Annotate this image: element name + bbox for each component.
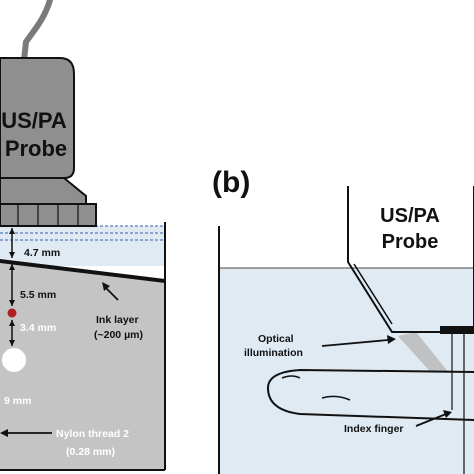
probe-b-label-line1: US/PA bbox=[380, 205, 440, 227]
arrowhead bbox=[443, 410, 452, 418]
nylon-thread-label-line1: Nylon thread 2 bbox=[56, 428, 129, 440]
arrowhead bbox=[9, 320, 15, 326]
probe-a-label-line1: US/PA bbox=[1, 108, 67, 133]
arrowhead bbox=[9, 252, 15, 258]
arrowhead bbox=[9, 264, 15, 270]
panel-b-label: (b) bbox=[212, 166, 250, 199]
finger-leader bbox=[415, 413, 447, 427]
inclusion-circle bbox=[2, 348, 26, 372]
probe-b-inner-edge bbox=[353, 263, 393, 325]
index-finger bbox=[266, 368, 474, 421]
ink-layer bbox=[0, 259, 165, 283]
finger-nail bbox=[281, 375, 301, 379]
panel-b: (b) US/PA Probe Optical illumination Ind… bbox=[212, 166, 474, 474]
arrowhead bbox=[387, 335, 396, 344]
arrowhead bbox=[9, 300, 15, 306]
probe-transducer-array bbox=[0, 203, 97, 227]
arrowhead bbox=[102, 282, 110, 291]
phantom-gel-block bbox=[0, 262, 165, 470]
absorber-target bbox=[7, 308, 17, 318]
finger-knuckle bbox=[321, 395, 351, 401]
probe-cable bbox=[21, 0, 53, 63]
arrowhead bbox=[9, 340, 15, 346]
probe-body bbox=[0, 57, 75, 179]
probe-b-label-line2: Probe bbox=[382, 231, 439, 253]
probe-b-body bbox=[347, 186, 474, 333]
dimension-label-4: 9 mm bbox=[4, 395, 31, 407]
probe-b-transducer bbox=[440, 326, 474, 334]
dimension-label-3: 3.4 mm bbox=[20, 322, 56, 334]
dimension-label-1: 4.7 mm bbox=[24, 247, 60, 259]
probe-a-label-line2: Probe bbox=[5, 136, 67, 161]
optical-label-line1: Optical bbox=[258, 333, 294, 345]
arrowhead bbox=[0, 429, 8, 437]
ink-layer-label-line1: Ink layer bbox=[96, 314, 139, 326]
dimension-label-2: 5.5 mm bbox=[20, 289, 56, 301]
optical-label-line2: illumination bbox=[244, 347, 303, 359]
probe-neck bbox=[0, 177, 87, 205]
phantom-water-region bbox=[0, 226, 165, 266]
finger-label: Index finger bbox=[344, 423, 404, 435]
nylon-thread-label-line2: (0.28 mm) bbox=[66, 446, 115, 458]
arrowhead bbox=[9, 228, 15, 234]
panel-a: US/PA Probe 4.7 mm 5.5 mm 3.4 mm 9 mm In… bbox=[0, 0, 166, 471]
ink-layer-label-line2: (~200 µm) bbox=[94, 329, 143, 341]
optical-leader bbox=[321, 339, 389, 347]
